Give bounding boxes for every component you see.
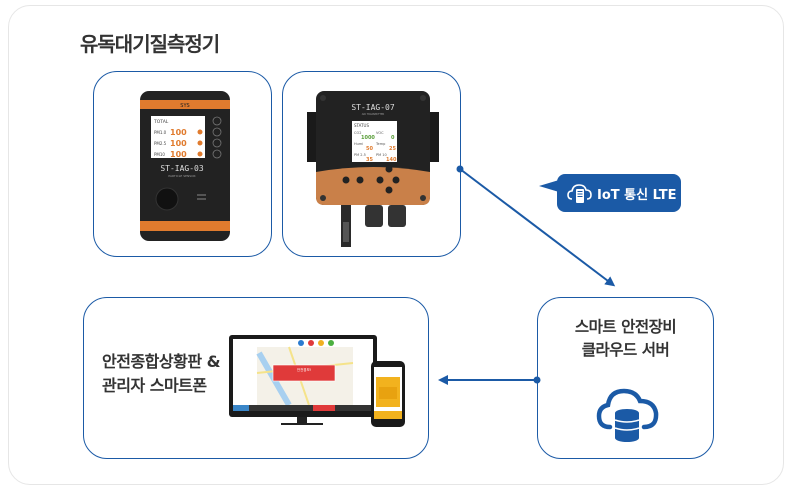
svg-text:CO2: CO2 xyxy=(354,131,361,135)
svg-text:100: 100 xyxy=(170,139,187,148)
device-model-label: ST-IAG-03 xyxy=(160,164,204,173)
badge-label: IoT 통신 LTE xyxy=(597,187,677,203)
cloud-server-icon xyxy=(567,184,592,203)
dashboard-label: 안전종합상황판 & 관리자 스마트폰 xyxy=(102,350,221,398)
svg-text:Temp: Temp xyxy=(375,142,386,146)
svg-text:0: 0 xyxy=(391,135,395,141)
device-model-label: ST-IAG-07 xyxy=(351,103,395,112)
svg-text:PARTICLE SENSOR: PARTICLE SENSOR xyxy=(168,174,195,178)
svg-text:PM1.0: PM1.0 xyxy=(154,130,167,135)
svg-text:50: 50 xyxy=(366,146,373,152)
alert-title: 안전경보! xyxy=(297,367,311,372)
monitor-and-phone-illustration: 안전경보! xyxy=(229,335,405,427)
svg-text:140: 140 xyxy=(386,157,397,163)
cloud-server-box: 스마트 안전장비 클라우드 서버 xyxy=(537,297,714,459)
svg-text:PM 2.5: PM 2.5 xyxy=(354,153,366,157)
svg-text:PM10: PM10 xyxy=(154,152,165,157)
svg-text:PM2.5: PM2.5 xyxy=(154,141,167,146)
reading-rows: PM1.0 100 PM2.5 100 PM10 100 xyxy=(154,128,203,159)
svg-text:100: 100 xyxy=(170,128,187,137)
monitor: 안전경보! xyxy=(229,335,377,425)
svg-text:VOC: VOC xyxy=(376,131,384,135)
server-label: 스마트 안전장비 클라우드 서버 xyxy=(538,316,713,362)
svg-text:1000: 1000 xyxy=(361,135,375,141)
dashboard-label-line1: 안전종합상황판 & xyxy=(102,352,221,371)
device-st-iag-07: ST-IAG-07 AIR TRANSMITTER STATUS CO2 100… xyxy=(307,91,439,247)
smartphone xyxy=(371,361,405,427)
arrow-server-to-dashboard xyxy=(438,375,541,385)
device-box-st-iag-07: ST-IAG-07 AIR TRANSMITTER STATUS CO2 100… xyxy=(282,71,461,257)
device-brand: SYS xyxy=(180,103,189,109)
iot-lte-badge: IoT 통신 LTE xyxy=(557,174,681,212)
badge-pointer xyxy=(539,180,559,192)
server-label-line1: 스마트 안전장비 xyxy=(574,318,677,336)
screen-header: TOTAL xyxy=(153,119,169,125)
screen-header: STATUS xyxy=(354,123,369,128)
device-box-st-iag-03: SYS TOTAL PM1.0 100 PM2.5 100 PM10 100 S… xyxy=(93,71,272,257)
svg-text:100: 100 xyxy=(170,150,187,159)
svg-text:25: 25 xyxy=(389,146,396,152)
device-st-iag-03: SYS TOTAL PM1.0 100 PM2.5 100 PM10 100 S… xyxy=(140,91,230,241)
dashboard-box: 안전종합상황판 & 관리자 스마트폰 안전경보! xyxy=(83,297,429,459)
cloud-database-icon xyxy=(596,388,659,442)
svg-text:AIR TRANSMITTER: AIR TRANSMITTER xyxy=(362,112,385,116)
svg-text:Humi: Humi xyxy=(354,142,363,146)
dashboard-label-line2: 관리자 스마트폰 xyxy=(102,376,207,395)
svg-text:PM 10: PM 10 xyxy=(376,153,387,157)
page-title: 유독대기질측정기 xyxy=(80,32,220,56)
reading-grid: CO2 1000 VOC 0 Humi 50 Temp 25 PM 2.5 35… xyxy=(354,131,397,163)
arrow-device-to-server xyxy=(456,165,616,287)
svg-text:35: 35 xyxy=(366,157,373,163)
server-label-line2: 클라우드 서버 xyxy=(581,341,670,359)
